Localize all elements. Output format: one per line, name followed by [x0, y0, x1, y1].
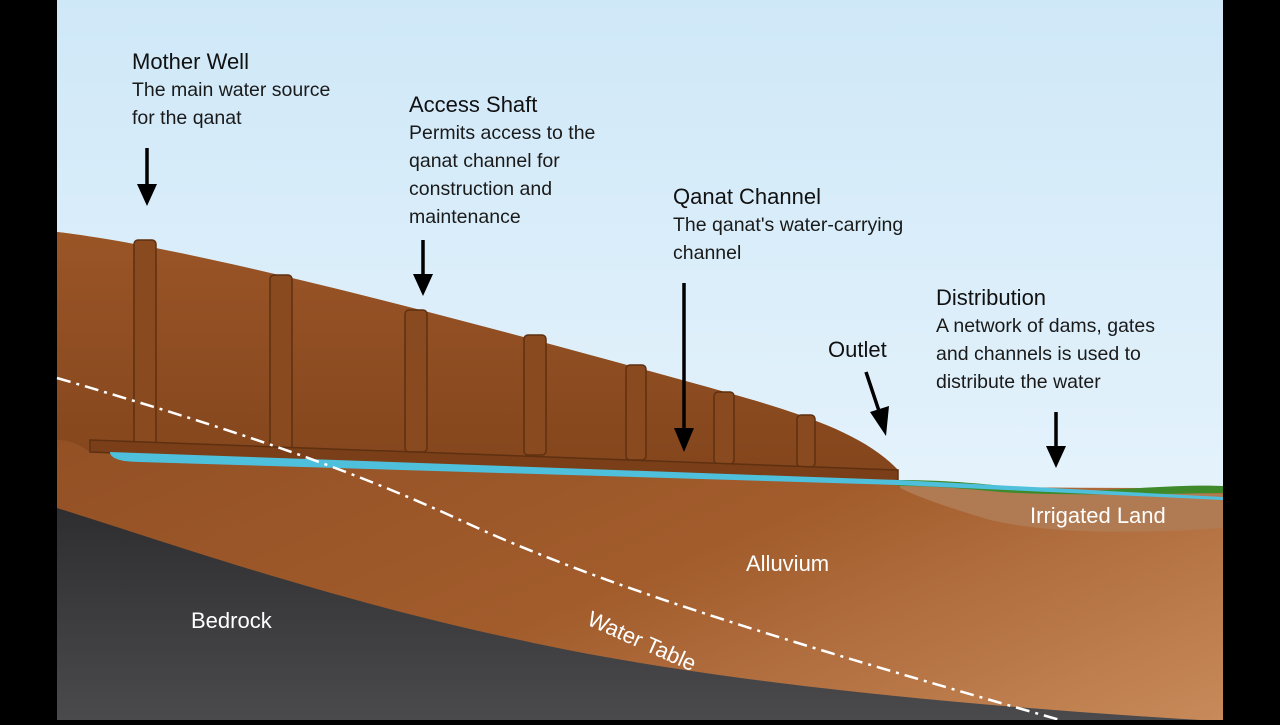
arrow-outlet-head — [870, 406, 889, 436]
arrow-access-shaft-head — [413, 274, 433, 296]
mother-well-desc: The main water source for the qanat — [132, 79, 331, 129]
outlet-title: Outlet — [828, 337, 887, 362]
bedrock-label: Bedrock — [191, 608, 272, 633]
access-shaft-title: Access Shaft — [409, 92, 538, 117]
qanat-channel-title: Qanat Channel — [673, 184, 821, 209]
access-shafts — [133, 239, 816, 468]
shaft-3 — [404, 309, 428, 453]
arrow-mother-well-head — [137, 184, 157, 206]
irrigated-land-label: Irrigated Land — [1030, 503, 1166, 528]
shaft-5 — [625, 364, 647, 461]
access-shaft-desc: Permits access to the qanat channel for … — [409, 122, 596, 228]
alluvium-label: Alluvium — [746, 551, 830, 576]
distribution-title: Distribution — [936, 285, 1047, 310]
bedrock-layer — [57, 508, 1200, 720]
shaft-7 — [796, 414, 816, 468]
channel-water — [110, 452, 1223, 500]
shaft-2 — [269, 274, 293, 451]
hill-ridge — [57, 232, 898, 482]
water-table-line — [56, 376, 1061, 722]
arrow-qanat-channel-head — [674, 428, 694, 452]
distribution-desc: A network of dams, gates and channels is… — [936, 315, 1155, 393]
shaft-6 — [713, 391, 735, 465]
outlet-label: Outlet — [828, 336, 887, 364]
access-shaft-label: Access Shaft Permits access to the qanat… — [409, 91, 595, 231]
shaft-4 — [523, 334, 547, 456]
distribution-label: Distribution A network of dams, gates an… — [936, 284, 1155, 396]
qanat-channel-desc: The qanat's water-carrying channel — [673, 214, 904, 264]
mother-well-shaft — [133, 239, 157, 453]
arrow-distribution-head — [1046, 446, 1066, 468]
grass-strip — [898, 480, 1223, 495]
pointer-arrows — [137, 148, 1066, 468]
mother-well-title: Mother Well — [132, 49, 249, 74]
arrow-outlet — [864, 371, 882, 415]
mother-well-label: Mother Well The main water source for th… — [132, 48, 330, 132]
qanat-channel-label: Qanat Channel The qanat's water-carrying… — [673, 183, 903, 267]
